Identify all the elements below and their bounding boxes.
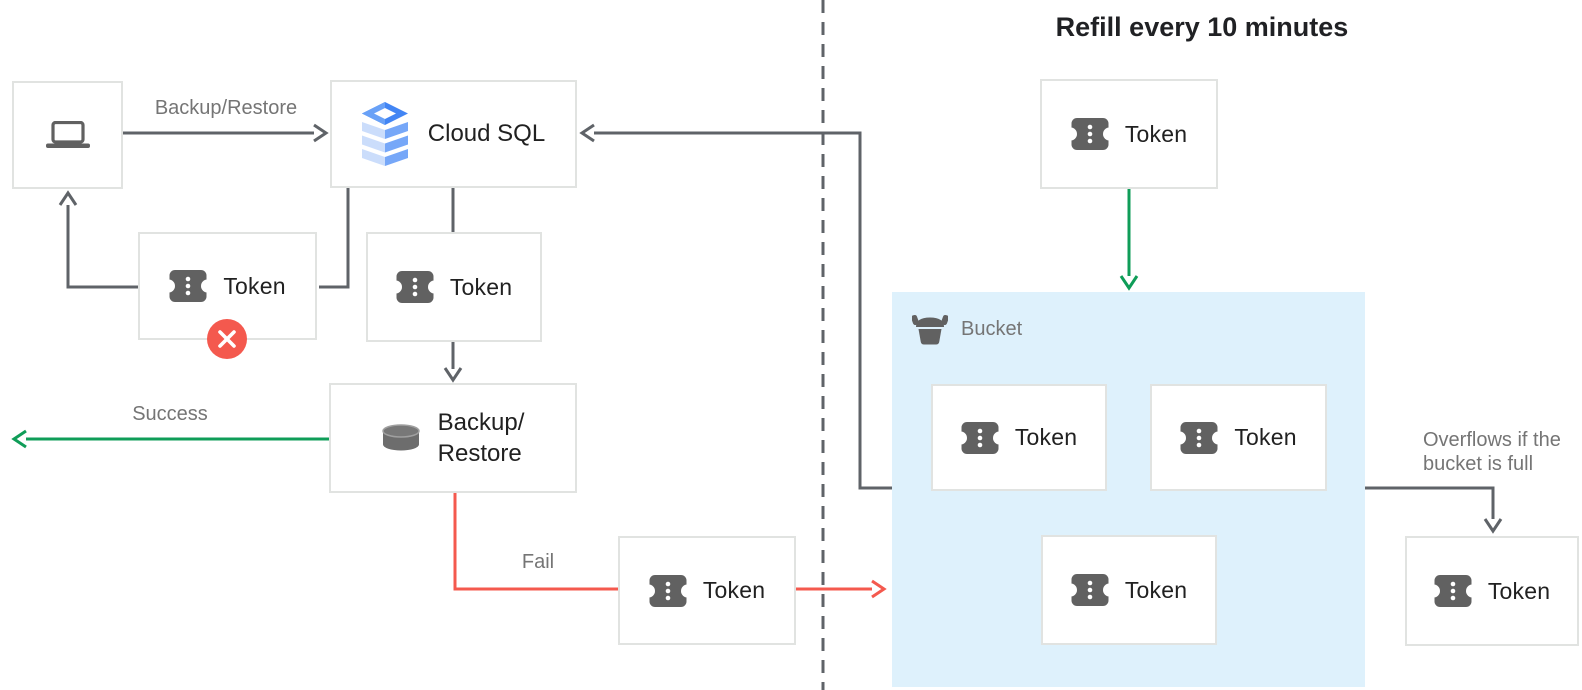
x-icon <box>218 330 236 348</box>
bucket-label: Bucket <box>961 318 1023 340</box>
arrowhead-right-icon <box>871 579 887 599</box>
token-icon <box>1433 575 1472 607</box>
reject-badge <box>207 319 247 359</box>
token-icon <box>169 270 208 302</box>
token-label: Token <box>1124 576 1188 603</box>
token-node-request: Token <box>366 232 542 342</box>
fail-line <box>453 493 618 591</box>
rejected-token-to-client-line <box>66 205 138 289</box>
token-node-overflow: Token <box>1405 536 1579 646</box>
bucket-header: Bucket <box>912 314 1022 345</box>
token-label: Token <box>1124 120 1188 147</box>
token-label: Token <box>1487 577 1551 604</box>
token-icon <box>395 271 434 303</box>
fail-label: Fail <box>521 551 555 573</box>
client-node <box>12 81 123 189</box>
database-icon <box>381 424 420 451</box>
arrowhead-down-icon <box>1483 518 1503 534</box>
token-label: Token <box>702 577 766 603</box>
backup-restore-connector-label: Backup/Restore <box>154 97 298 119</box>
token-label: Token <box>1014 424 1078 450</box>
backup-restore-label: Backup/ Restore <box>437 409 525 467</box>
token-icon <box>648 574 687 607</box>
arrowhead-up-icon <box>58 190 78 206</box>
token-node-bucket-3: Token <box>1041 535 1217 645</box>
cloud-sql-icon <box>361 102 408 166</box>
bucket-region: Bucket Token Token Token <box>892 292 1365 687</box>
backup-restore-node: Backup/ Restore <box>329 383 577 493</box>
token-node-bucket-2: Token <box>1150 384 1327 491</box>
bucket-to-overflow-line <box>1365 486 1495 519</box>
token-node-fail: Token <box>618 536 796 645</box>
arrowhead-down-icon <box>1119 275 1139 291</box>
laptop-icon <box>45 121 90 148</box>
token-icon <box>960 421 999 454</box>
success-label: Success <box>132 403 208 425</box>
bucket-icon <box>912 314 948 345</box>
token-icon <box>1070 574 1109 606</box>
token-icon <box>1180 421 1219 454</box>
bucket-to-cloudsql-line <box>594 131 892 490</box>
token-icon <box>1070 118 1109 150</box>
token-label: Token <box>449 273 513 300</box>
overflow-note: Overflows if the bucket is full <box>1423 429 1561 475</box>
arrowhead-right-icon <box>313 123 329 143</box>
token-node-bucket-1: Token <box>931 384 1107 491</box>
cloudsql-to-rejected-token-line <box>319 188 350 289</box>
refill-title: Refill every 10 minutes <box>1055 12 1349 42</box>
cloud-sql-node: Cloud SQL <box>330 80 577 188</box>
arrowhead-down-icon <box>443 367 463 383</box>
token-node-refill: Token <box>1040 79 1218 189</box>
arrowhead-left-icon <box>579 123 595 143</box>
token-label: Token <box>1234 424 1297 450</box>
arrowhead-left-icon <box>11 429 27 449</box>
cloud-sql-label: Cloud SQL <box>427 120 546 147</box>
token-label: Token <box>223 272 286 299</box>
